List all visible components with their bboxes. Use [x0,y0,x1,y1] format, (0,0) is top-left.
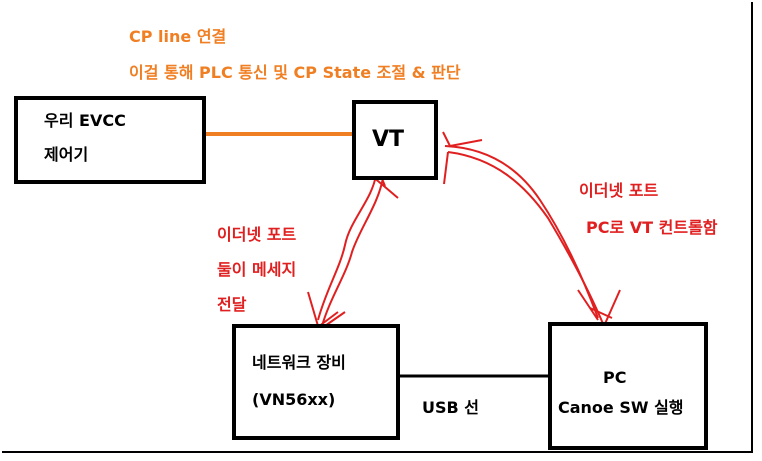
ethernet-right-connector [444,145,599,319]
usb-label: USB 선 [422,398,480,417]
cp-line-description: 이걸 통해 PLC 통신 및 CP State 조절 & 판단 [129,63,461,82]
cp-line-title: CP line 연결 [129,27,227,46]
pc-label-line1: PC [603,368,627,387]
network-label-line1: 네트워크 장비 [252,353,346,372]
network-label-line2: (VN56xx) [252,390,336,409]
ethernet-right-arrow-top [442,131,483,185]
diagram-frame [2,2,753,453]
ethernet-left-line2: 둘이 메세지 [217,260,297,279]
vt-box [352,100,438,180]
ethernet-right-arrow-bottom [577,289,621,327]
evcc-label-line2: 제어기 [44,145,89,164]
vt-label: VT [372,127,405,152]
ethernet-left-line1: 이더넷 포트 [217,225,297,244]
ethernet-right-line1: 이더넷 포트 [579,181,659,200]
pc-label-line2: Canoe SW 실행 [558,398,684,417]
network-device-box [232,324,400,440]
ethernet-right-line2: PC로 VT 컨트롤함 [586,218,718,237]
ethernet-right-connector-2 [447,151,605,327]
ethernet-left-line3: 전달 [217,295,247,314]
ethernet-left-connector [317,174,377,321]
ethernet-left-connector-2 [321,177,384,327]
evcc-label-line1: 우리 EVCC [44,111,126,130]
evcc-controller-box [14,96,206,184]
pc-box [548,322,708,450]
